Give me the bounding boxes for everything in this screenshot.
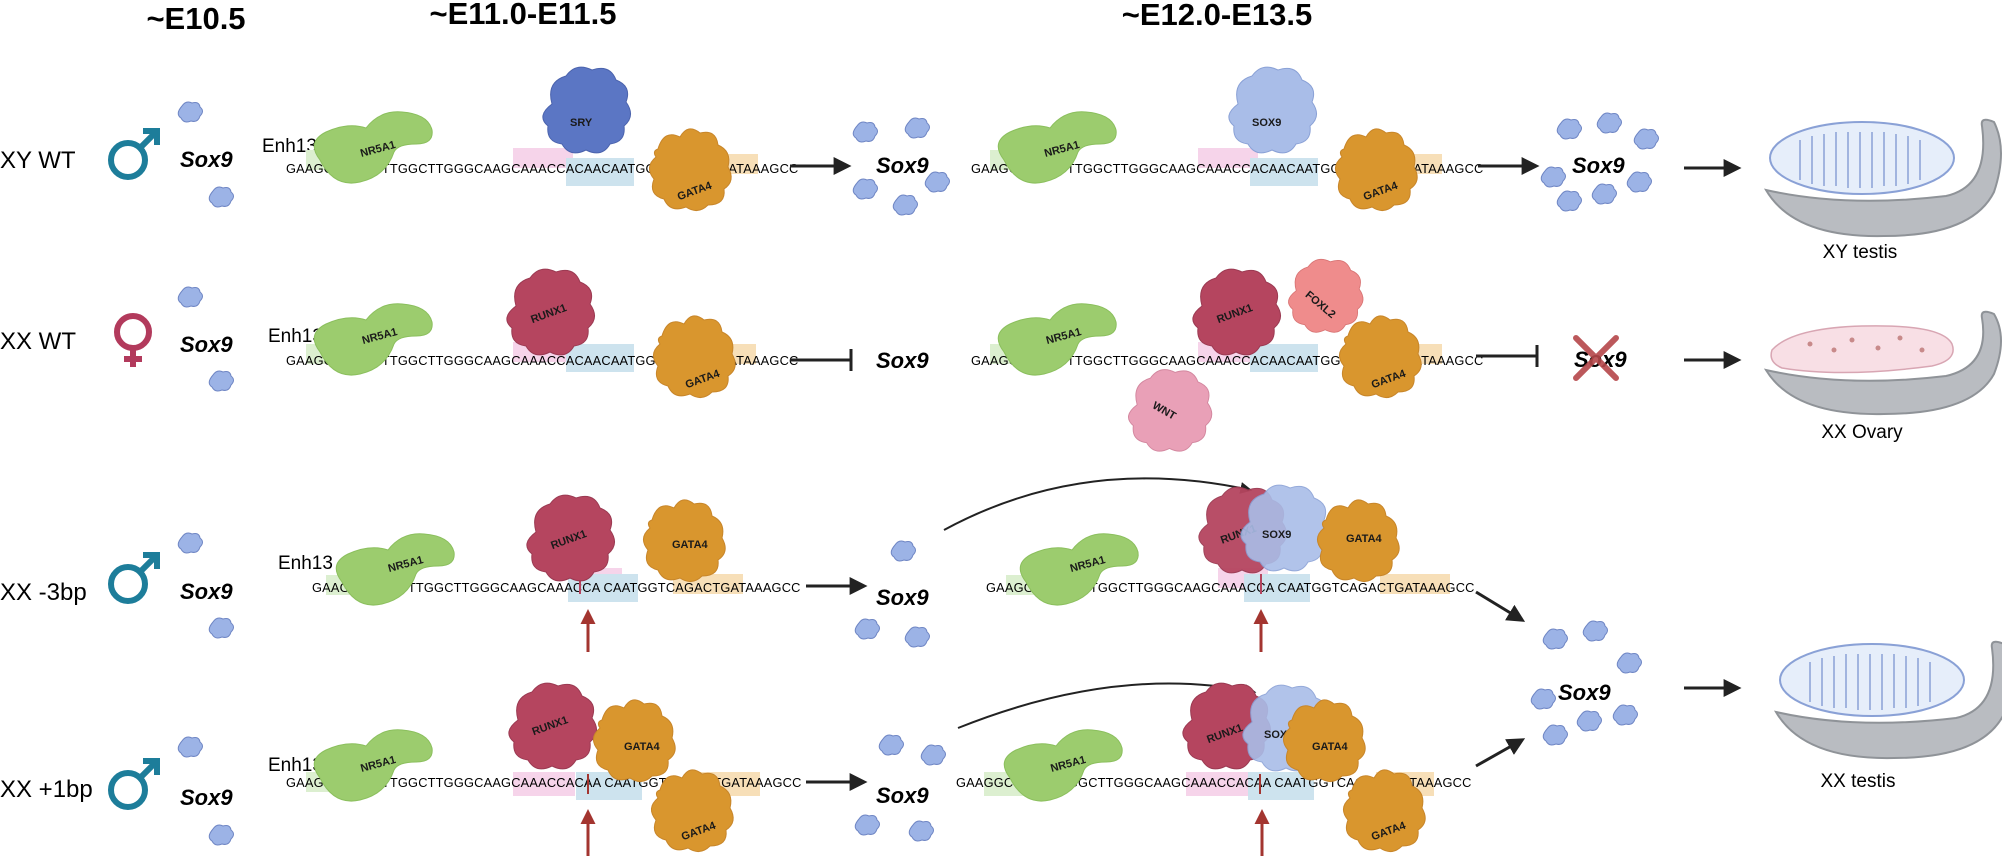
feedback-arrow	[943, 477, 1253, 531]
foxl2-protein	[1288, 258, 1364, 333]
sox9-protein-icon	[1542, 724, 1568, 746]
row-label-xy-wt: XY WT	[0, 147, 76, 174]
gata4-label: GATA4	[1312, 741, 1349, 753]
ovary-illustration	[1763, 310, 2002, 416]
sox9-protein-icon	[904, 626, 930, 648]
sox9-protein-icon	[1556, 190, 1582, 212]
sox9-protein-icon	[920, 744, 946, 766]
sox9-protein-icon	[904, 117, 930, 139]
row-label-xx-wt: XX WT	[0, 328, 76, 355]
sox9-gene-label: Sox9	[180, 579, 233, 604]
sox9-protein-icon	[1576, 710, 1602, 732]
sox9-protein-icon	[892, 194, 918, 216]
sox9-protein-icon	[908, 820, 934, 842]
enhancer-sequence: GAAGGCCAGGTTGGCTTGGGCAAGCAAACCA CAATGGTC…	[986, 580, 1475, 595]
male-symbol-icon	[108, 128, 160, 180]
sox9-gene-label: Sox9	[180, 785, 233, 810]
testis-illustration	[1763, 118, 2002, 238]
enhancer-sequence: GAAGGCCAGGTTGGCTTGGGCAAGCAAACCA CAATGGTC…	[312, 580, 801, 595]
sox9-protein-icon	[1633, 128, 1659, 150]
enhancer-label: Enh13	[268, 755, 323, 776]
female-symbol-icon	[114, 313, 152, 367]
sox9-gene-label: Sox9	[180, 147, 233, 172]
cross-icon	[1573, 335, 1619, 381]
sox9-protein-icon	[1612, 704, 1638, 726]
sox-site	[566, 344, 634, 372]
sox9-protein-icon	[852, 121, 878, 143]
sox9-gene-label: Sox9	[1572, 153, 1625, 178]
male-symbol-icon	[108, 552, 160, 604]
sox9-label: SOX9	[1262, 529, 1291, 541]
row-label-xx-3bp: XX -3bp	[0, 579, 87, 606]
male-symbol-icon	[108, 758, 160, 810]
sox9-gene-label: Sox9	[180, 332, 233, 357]
sox9-protein-icon	[177, 736, 203, 758]
gata-site	[1380, 574, 1450, 594]
sox9-gene-label: Sox9	[1558, 680, 1611, 705]
sox9-gene-label: Sox9	[876, 585, 929, 610]
sox9-protein-icon	[854, 814, 880, 836]
sox-site	[1244, 574, 1310, 602]
sox9-gene-label: Sox9	[876, 153, 929, 178]
row-label-xx-1bp: XX +1bp	[0, 776, 93, 803]
stage-header-e11: ~E11.0-E11.5	[429, 0, 616, 31]
sox9-protein-icon	[1626, 171, 1652, 193]
sox9-protein-icon	[878, 734, 904, 756]
sry-protein	[542, 66, 632, 154]
sox9-protein-icon	[208, 186, 234, 208]
sox9-protein-icon	[924, 171, 950, 193]
sox-site	[566, 158, 634, 186]
organ-label-xy-testis: XY testis	[1823, 242, 1898, 263]
sox9-gene-label: Sox9	[876, 783, 929, 808]
activation-arrow	[1475, 590, 1526, 622]
runx-site	[1186, 772, 1248, 796]
sox9-protein-icon	[177, 286, 203, 308]
gata4-label: GATA4	[1346, 533, 1383, 545]
sox9-protein-icon	[1540, 166, 1566, 188]
gata4-label: GATA4	[672, 539, 709, 551]
sox9-label: SOX9	[1252, 117, 1281, 129]
sox9-protein	[1228, 66, 1318, 154]
organ-label-xx-ovary: XX Ovary	[1821, 422, 1903, 443]
testis-illustration	[1773, 640, 2002, 760]
sox9-protein-icon	[1556, 118, 1582, 140]
sox9-protein-icon	[208, 617, 234, 639]
enhancer-label: Enh13	[278, 553, 333, 574]
repression-arrow	[790, 349, 853, 371]
enhancer-label: Enh13	[268, 326, 323, 347]
sox9-protein-icon	[177, 532, 203, 554]
sox9-protein-icon	[854, 618, 880, 640]
sox9-protein-icon	[852, 178, 878, 200]
sox9-gene-label: Sox9	[876, 348, 929, 373]
sox9-protein-icon	[1542, 628, 1568, 650]
repression-arrow	[1476, 345, 1539, 367]
gata4-label: GATA4	[624, 741, 661, 753]
sox9-protein-icon	[1582, 620, 1608, 642]
runx-site	[513, 772, 575, 796]
sox9-protein-icon	[177, 101, 203, 123]
stage-header-e12: ~E12.0-E13.5	[1122, 0, 1312, 32]
organ-label-xx-testis: XX testis	[1821, 771, 1896, 792]
sox9-protein-icon	[1591, 183, 1617, 205]
sry-label: SRY	[570, 117, 593, 129]
sox-site	[1250, 344, 1318, 372]
sox9-protein-icon	[890, 540, 916, 562]
sox9-protein-icon	[1530, 688, 1556, 710]
sox-site	[1250, 158, 1318, 186]
sox-site	[1198, 148, 1258, 168]
sox9-protein-icon	[1616, 652, 1642, 674]
sry-site	[513, 148, 573, 168]
sox9-protein-icon	[208, 370, 234, 392]
activation-arrow	[1475, 738, 1526, 768]
enhancer-sequence: GAAGGCCAGGTTGGCTTGGGCAAGCAAACCACAA CAATG…	[956, 775, 1472, 790]
stage-header-e10-5: ~E10.5	[146, 1, 245, 36]
sox9-protein-icon	[1596, 112, 1622, 134]
enhancer-label: Enh13	[262, 136, 317, 157]
sox9-protein-icon	[208, 824, 234, 846]
